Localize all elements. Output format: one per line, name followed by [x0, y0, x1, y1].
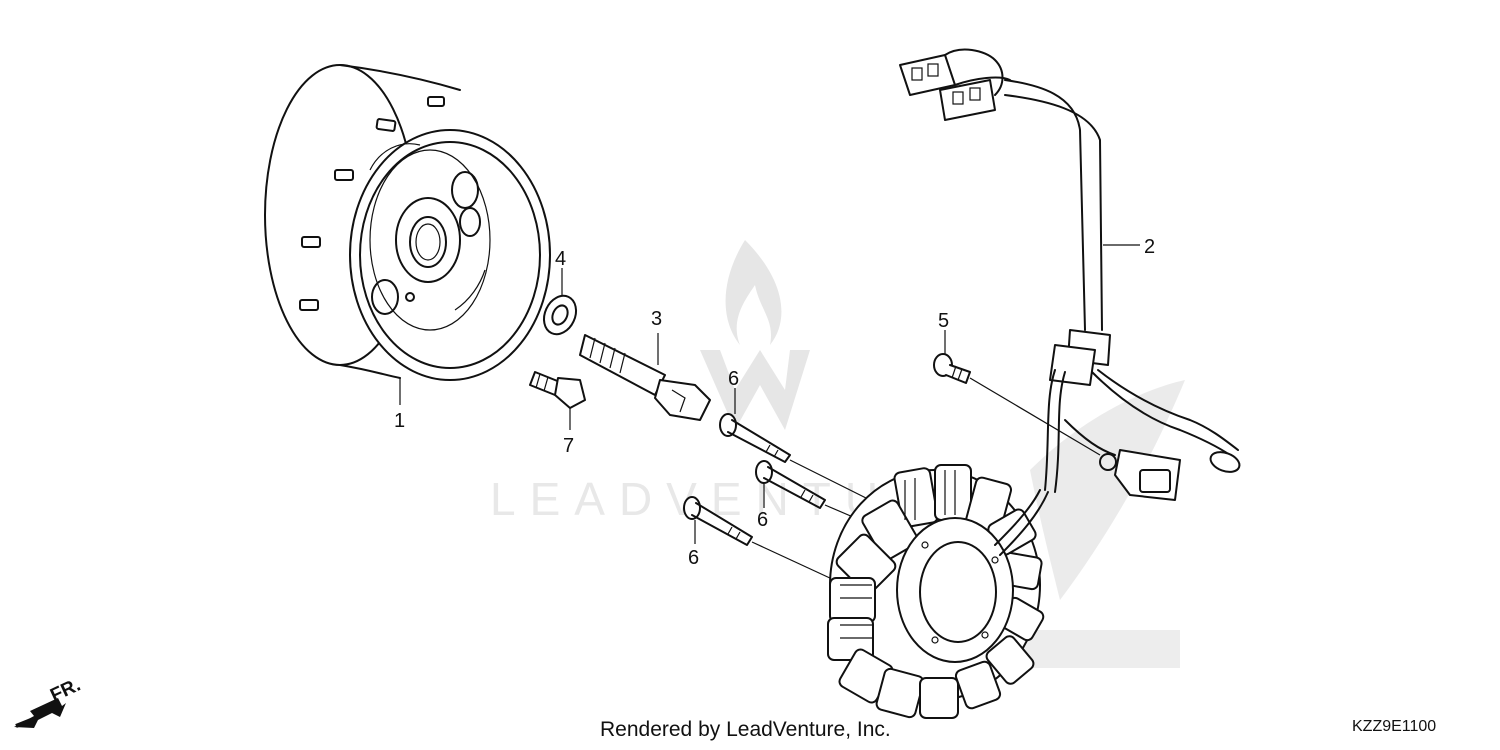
- flywheel[interactable]: [264, 64, 551, 381]
- callout-1-label: 1: [394, 410, 405, 432]
- stator[interactable]: [827, 464, 1049, 719]
- callout-6a-label: 6: [728, 368, 739, 390]
- callout-2: 2: [1103, 236, 1155, 258]
- callout-4-label: 4: [555, 248, 566, 270]
- stator-bolt-c[interactable]: [683, 496, 753, 546]
- callout-2-label: 2: [1144, 236, 1155, 258]
- wire-harness[interactable]: [899, 48, 1242, 501]
- rendered-by-credit: Rendered by LeadVenture, Inc.: [600, 718, 891, 741]
- callout-7-label: 7: [563, 435, 574, 457]
- stator-bolt-b[interactable]: [755, 460, 826, 509]
- diagram-code: KZZ9E1100: [1352, 718, 1437, 735]
- bolt-5[interactable]: [933, 353, 971, 384]
- stator-bolt-a[interactable]: [719, 413, 791, 463]
- callout-5-label: 5: [938, 310, 949, 332]
- callout-6c: 6: [688, 520, 699, 569]
- callout-6b-label: 6: [757, 509, 768, 531]
- callout-4: 4: [555, 248, 566, 295]
- callout-6a: 6: [728, 368, 739, 414]
- callout-7: 7: [563, 408, 574, 457]
- callout-3-label: 3: [651, 308, 662, 330]
- flange-bolt[interactable]: [579, 334, 711, 421]
- callout-5: 5: [938, 310, 1101, 456]
- washer[interactable]: [538, 291, 582, 340]
- callout-6b: 6: [757, 484, 768, 531]
- callout-6c-label: 6: [688, 547, 699, 569]
- callout-1: 1: [394, 378, 405, 432]
- pickup-bolt[interactable]: [529, 371, 586, 409]
- callout-3: 3: [651, 308, 662, 365]
- front-direction-arrow: FR.: [14, 675, 84, 728]
